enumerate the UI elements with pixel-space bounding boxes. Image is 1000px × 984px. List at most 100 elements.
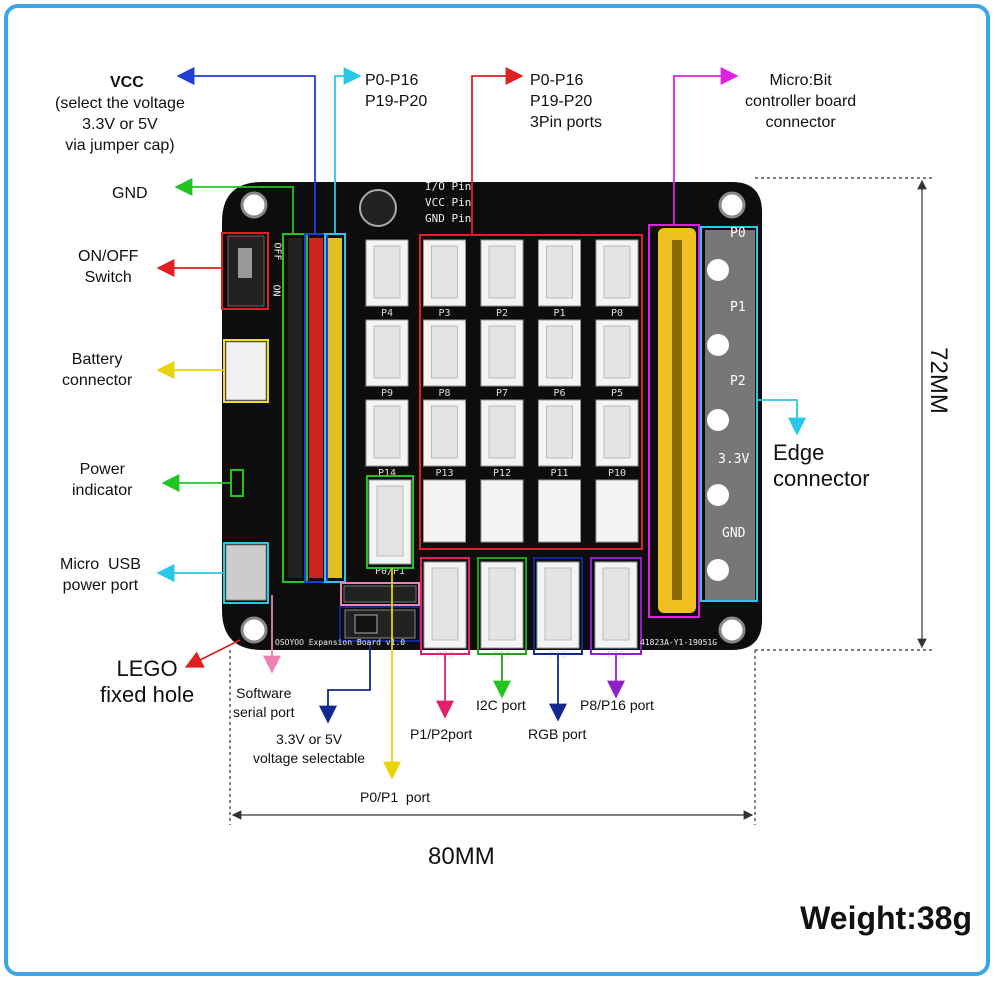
edge-connector-pads bbox=[705, 230, 755, 600]
port-label: P2 bbox=[496, 308, 508, 319]
port-p4: P4 bbox=[365, 239, 409, 319]
gnd-header bbox=[288, 238, 302, 578]
port-i2c: P19 bbox=[480, 561, 524, 661]
label-p1p2-port: P1/P2port bbox=[410, 726, 473, 742]
port-label: P13 bbox=[435, 468, 453, 479]
label-voltage-selectable: 3.3V or 5V voltage selectable bbox=[253, 731, 366, 766]
port-row4-connector bbox=[595, 479, 639, 543]
port-label: P1 bbox=[553, 308, 565, 319]
pcb-switch-off: OFF bbox=[271, 242, 283, 261]
vcc-header bbox=[309, 238, 323, 578]
mount-hole-top-right bbox=[718, 191, 746, 219]
label-dim-height: 72MM bbox=[924, 347, 952, 414]
edge-pin-gnd: GND bbox=[722, 526, 746, 541]
port-p14: P14 bbox=[365, 399, 409, 479]
label-gnd: GND bbox=[112, 185, 148, 202]
port-p7: P7 bbox=[480, 319, 524, 399]
port-label: P12 bbox=[493, 468, 511, 479]
port-label: P4 bbox=[381, 308, 393, 319]
label-rgb-port: RGB port bbox=[528, 726, 587, 742]
port-rgb: P16 bbox=[536, 561, 580, 661]
label-vcc-title: VCC bbox=[110, 74, 144, 91]
pcb-board-name: OSOYOO Expansion Board v1.0 bbox=[275, 638, 406, 647]
label-pins-top: P0-P16 P19-P20 bbox=[365, 72, 428, 110]
port-p5: P5 bbox=[595, 319, 639, 399]
pcb-gnd-pin: GND Pin bbox=[425, 212, 472, 225]
pcb-io-pin: I/O Pin bbox=[425, 180, 472, 193]
box-p0p1 bbox=[366, 475, 414, 569]
label-onoff-switch: ON/OFF Switch bbox=[78, 248, 139, 286]
port-p13: P13 bbox=[423, 399, 466, 479]
edge-pin-p2: P2 bbox=[730, 374, 746, 389]
pcb-part-number: 41823A-Y1-19051G bbox=[640, 638, 718, 647]
label-p8p16-port: P8/P16 port bbox=[580, 697, 654, 713]
label-micro-usb: Micro USB power port bbox=[60, 556, 141, 594]
box-gnd bbox=[282, 233, 308, 583]
port-p9: P9 bbox=[365, 319, 409, 399]
edge-pin-p1: P1 bbox=[730, 300, 746, 315]
box-edge-connector bbox=[700, 226, 758, 602]
label-p0p1-port: P0/P1 port bbox=[360, 789, 431, 805]
port-p0: P0 bbox=[595, 239, 639, 319]
io-header bbox=[328, 238, 342, 578]
box-onoff bbox=[221, 232, 269, 310]
port-p0p1: P0/P1 bbox=[368, 479, 412, 577]
label-microbit-connector: Micro:Bit controller board connector bbox=[745, 72, 857, 131]
mount-hole-bottom-right bbox=[718, 616, 746, 644]
port-p8: P8 bbox=[423, 319, 466, 399]
port-label: P5 bbox=[611, 388, 623, 399]
micro-usb-socket bbox=[225, 544, 267, 601]
port-label: P10 bbox=[608, 468, 626, 479]
port-row4-connector bbox=[423, 479, 466, 543]
mount-hole-top-left bbox=[240, 191, 268, 219]
box-software-serial bbox=[340, 582, 420, 606]
edge-pin-p0: P0 bbox=[730, 226, 746, 241]
bottom-ports: P20 P19 P16 P15 bbox=[423, 561, 638, 661]
port-p6: P6 bbox=[538, 319, 581, 399]
battery-socket bbox=[225, 341, 267, 401]
port-label: P14 bbox=[378, 468, 396, 479]
port-p3: P3 bbox=[423, 239, 466, 319]
port-p1: P1 bbox=[538, 239, 581, 319]
port-label: P6 bbox=[553, 388, 565, 399]
port-label: P8 bbox=[438, 388, 450, 399]
port-label: P9 bbox=[381, 388, 393, 399]
port-p2: P2 bbox=[480, 239, 524, 319]
port-label: P3 bbox=[438, 308, 450, 319]
label-power-indicator: Power indicator bbox=[72, 461, 133, 499]
port-label: P0/P1 bbox=[375, 566, 405, 577]
label-vcc-desc: (select the voltage 3.3V or 5V via jumpe… bbox=[55, 95, 185, 154]
image-frame bbox=[4, 4, 990, 976]
label-software-serial: Software serial port bbox=[233, 685, 295, 720]
serial-header bbox=[343, 585, 417, 603]
dimension-lines bbox=[229, 177, 935, 825]
capacitor bbox=[359, 189, 397, 227]
port-p1p2: P20 bbox=[423, 561, 467, 661]
port-p10: P10 bbox=[595, 399, 639, 479]
port-row4-connector bbox=[538, 479, 581, 543]
lego-fixed-hole bbox=[240, 616, 268, 644]
port-label: P0 bbox=[611, 308, 623, 319]
label-3pin-ports: P0-P16 P19-P20 3Pin ports bbox=[530, 72, 603, 131]
leader-lines bbox=[156, 67, 806, 780]
port-p8p16: P15 bbox=[594, 561, 638, 661]
pcb-switch-on: ON bbox=[270, 284, 282, 297]
port-p11: P11 bbox=[538, 399, 581, 479]
port-label: P7 bbox=[496, 388, 508, 399]
port-row4-connector bbox=[480, 479, 524, 543]
label-weight: Weight:38g bbox=[800, 900, 972, 936]
label-i2c-port: I2C port bbox=[476, 697, 526, 713]
label-lego-hole: LEGO fixed hole bbox=[100, 656, 195, 707]
edge-pin-3v3: 3.3V bbox=[718, 452, 750, 467]
port-p12: P12 bbox=[480, 399, 524, 479]
pcb-vcc-pin: VCC Pin bbox=[425, 196, 472, 209]
box-3pin-ports bbox=[419, 234, 643, 550]
box-battery bbox=[223, 339, 269, 403]
label-dim-width: 80MM bbox=[428, 843, 495, 870]
port-label: P11 bbox=[550, 468, 568, 479]
box-vcc bbox=[304, 233, 328, 583]
label-battery-connector: Battery connector bbox=[62, 351, 133, 389]
label-edge-connector: Edge connector bbox=[773, 440, 870, 491]
